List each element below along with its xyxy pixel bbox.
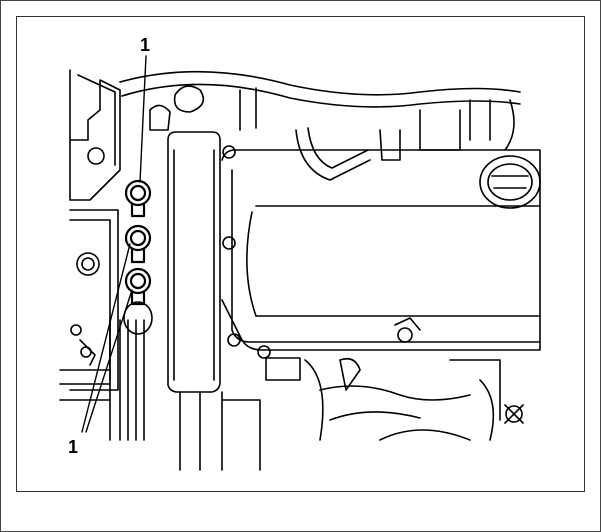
- valve-cover: [221, 145, 541, 359]
- callout-label-bottom: 1: [68, 437, 79, 457]
- callout-bolts: [124, 179, 152, 306]
- left-bracket: [69, 69, 121, 391]
- upper-hoses: [119, 70, 521, 181]
- bolt-1: [124, 179, 152, 218]
- callout-label-top: 1: [140, 35, 151, 55]
- bolt-3: [124, 267, 152, 306]
- leader-lines: [81, 55, 147, 433]
- lower-intake: [179, 357, 524, 471]
- oil-filler-cap: [479, 155, 541, 209]
- bolt-2: [124, 224, 152, 264]
- timing-cover: [167, 131, 221, 393]
- pulley-stack: [59, 301, 153, 441]
- diagram-frame: [16, 16, 585, 492]
